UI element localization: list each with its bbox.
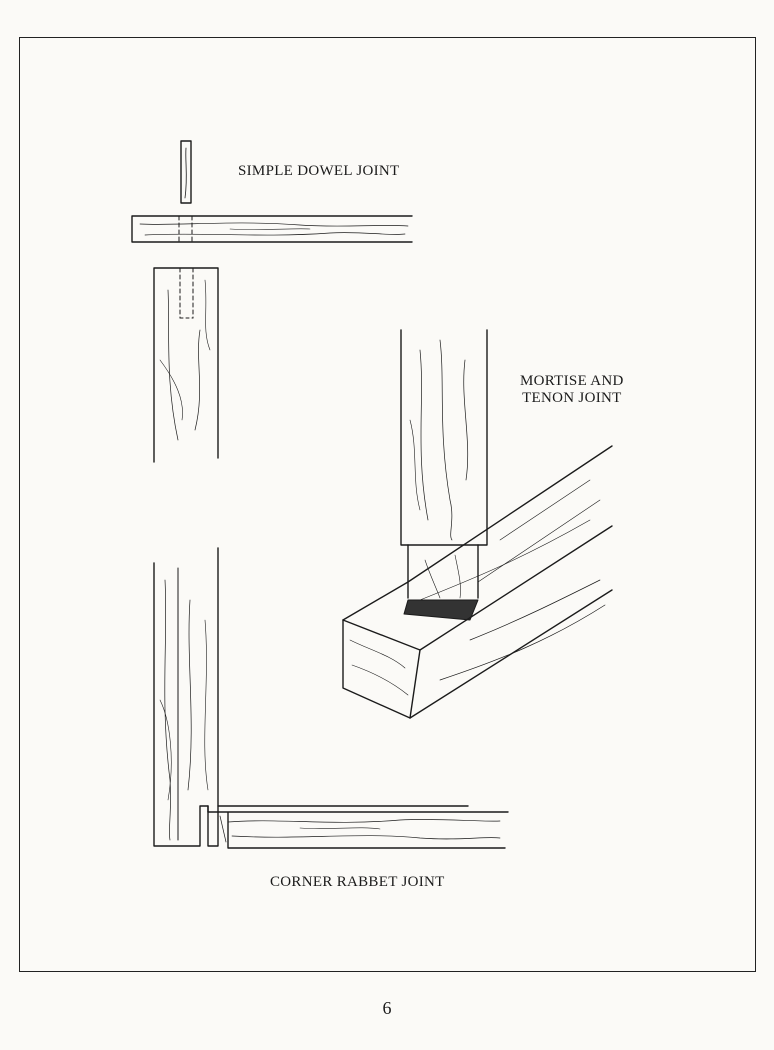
dowel-horizontal-board: [131, 215, 413, 243]
mortise-tenon-drawing: [342, 329, 613, 719]
mortise-tenon-joint-label: MORTISE AND TENON JOINT: [520, 373, 624, 407]
page-number: 6: [382, 998, 392, 1018]
corner-rabbet-joint-label: CORNER RABBET JOINT: [270, 874, 445, 890]
dowel-joint-drawing: [131, 140, 413, 463]
dowel-vertical-board: [153, 267, 219, 463]
dowel-pin: [180, 140, 192, 204]
rabbet-vertical-board: [153, 547, 219, 847]
mortise-label-line2: TENON JOINT: [522, 390, 622, 406]
rabbet-horizontal-board: [207, 811, 509, 849]
page-frame: [19, 37, 756, 972]
mortise-label-line1: MORTISE AND: [520, 373, 624, 389]
tenon-upright: [400, 329, 488, 546]
simple-dowel-joint-label: SIMPLE DOWEL JOINT: [238, 163, 400, 179]
rabbet-joint-drawing: [153, 547, 509, 849]
